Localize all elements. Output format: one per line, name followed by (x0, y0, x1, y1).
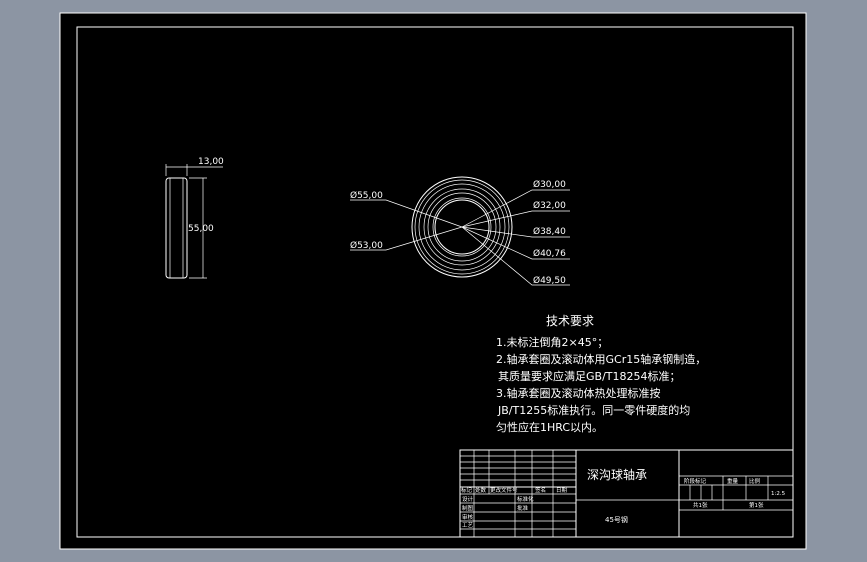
material-label: 45号钢 (605, 515, 628, 524)
inner-ring-raceway-circle (427, 192, 497, 262)
tech-requirement-line: 其质量要求应满足GB/T18254标准； (498, 369, 681, 383)
title-block-border (459, 449, 794, 538)
inner-ring-chamfer-circle (432, 197, 492, 257)
height-dimension-label: 55,00 (188, 224, 214, 234)
row-label-drafting: 制图 (462, 504, 474, 512)
sheet-number: 第1张 (749, 501, 764, 509)
title-block: 标记 处数 更改文件号 签名 日期 设计 制图 审核 工艺 标准化 批准 深沟球… (459, 449, 794, 538)
bearing-side-profile (165, 177, 188, 279)
row-label-design: 设计 (462, 495, 474, 503)
diameter-label-inner-raceway: Ø38,40 (533, 226, 566, 237)
header-cell-change-doc: 更改文件号 (490, 486, 518, 494)
weight-label: 重量 (727, 477, 739, 485)
approve-label: 批准 (517, 504, 529, 512)
drawing-frame (76, 26, 794, 538)
leader-line (461, 189, 570, 228)
diameter-label-ball-pitch: Ø40,76 (533, 248, 566, 259)
header-cell-date: 日期 (556, 487, 568, 494)
header-cell-signature: 签名 (535, 486, 546, 494)
tech-requirement-line: 3.轴承套圈及滚动体热处理标准按 (496, 386, 661, 400)
leader-line (461, 210, 570, 228)
diameter-label-inner-chamfer: Ø32,00 (533, 200, 566, 211)
diameter-label-outer-chamfer: Ø49,50 (533, 275, 566, 286)
part-name: 深沟球轴承 (587, 467, 647, 482)
width-dimension-label: 13,00 (198, 157, 224, 167)
outer-ring-outer-circle (411, 176, 513, 278)
tech-requirement-line: 1.未标注倒角2×45°； (496, 335, 608, 349)
sheet-total: 共1张 (693, 501, 708, 509)
tech-requirement-line: 2.轴承套圈及滚动体用GCr15轴承钢制造， (496, 352, 706, 366)
technical-requirements: 技术要求 1.未标注倒角2×45°； 2.轴承套圈及滚动体用GCr15轴承钢制造… (496, 314, 706, 434)
leader-line (461, 226, 570, 238)
sheet-background (59, 12, 807, 550)
row-label-process: 工艺 (462, 522, 474, 529)
bore-circle (434, 199, 490, 255)
scale-value: 1:2.5 (771, 491, 786, 497)
outer-ring-chamfer-circle (414, 179, 510, 275)
leader-line (461, 226, 570, 286)
outer-ring-raceway-circle (418, 183, 506, 271)
side-view: 13,00 55,00 (165, 157, 224, 279)
standardize-label: 标准化 (517, 495, 534, 503)
header-cell-count: 处数 (475, 486, 487, 494)
scale-label: 比例 (749, 477, 761, 485)
front-view: Ø55,00 Ø53,00 Ø30,00 Ø32,00 Ø38,40 Ø40,7… (350, 176, 570, 286)
leader-line (350, 199, 463, 228)
diameter-label-bore: Ø30,00 (533, 179, 566, 190)
header-cell-mark: 标记 (461, 486, 473, 494)
stage-mark-label: 阶段标记 (684, 477, 707, 485)
tech-requirement-line: 匀性应在1HRC以内。 (496, 420, 603, 434)
tech-requirements-heading: 技术要求 (546, 314, 594, 328)
row-label-review: 审核 (462, 513, 474, 521)
ball-pitch-circle (423, 188, 501, 266)
leader-line (461, 226, 570, 260)
diameter-label-outer: Ø55,00 (350, 190, 383, 201)
leader-line (350, 226, 463, 251)
tech-requirement-line: JB/T1255标准执行。同一零件硬度的均 (497, 403, 690, 417)
diameter-label-outer-raceway: Ø53,00 (350, 240, 383, 251)
